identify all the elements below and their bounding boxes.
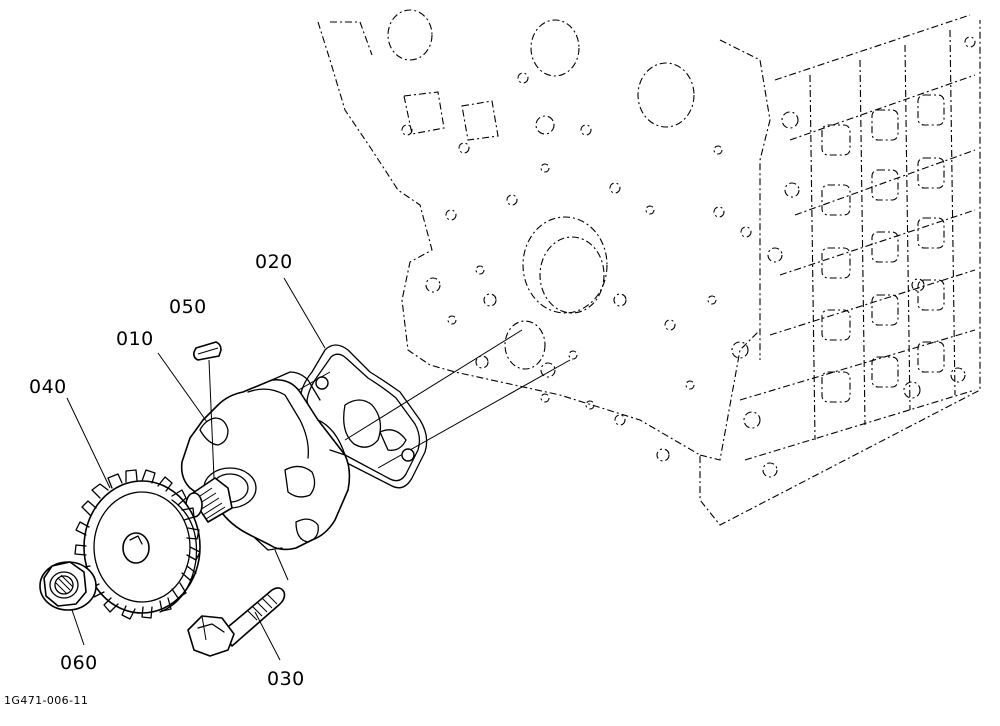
callout-030: 030	[267, 668, 305, 690]
bolt-030	[187, 587, 286, 657]
leader-040	[66, 397, 111, 489]
callout-060: 060	[60, 652, 98, 674]
leader-010	[157, 352, 208, 423]
gear-040	[74, 469, 201, 620]
leader-030-b	[274, 549, 289, 581]
key-050	[193, 341, 222, 479]
figure-code: 1G471-006-11	[4, 694, 89, 707]
leader-030	[254, 611, 281, 661]
nut-060	[39, 561, 97, 611]
leader-020	[283, 277, 326, 349]
leader-lines	[66, 277, 326, 661]
callout-050: 050	[169, 296, 207, 318]
engine-block	[317, 9, 981, 526]
callout-020: 020	[255, 251, 293, 273]
leader-060	[71, 609, 85, 646]
callout-040: 040	[29, 376, 67, 398]
callout-010: 010	[116, 328, 154, 350]
oil-pump-010	[180, 371, 351, 551]
